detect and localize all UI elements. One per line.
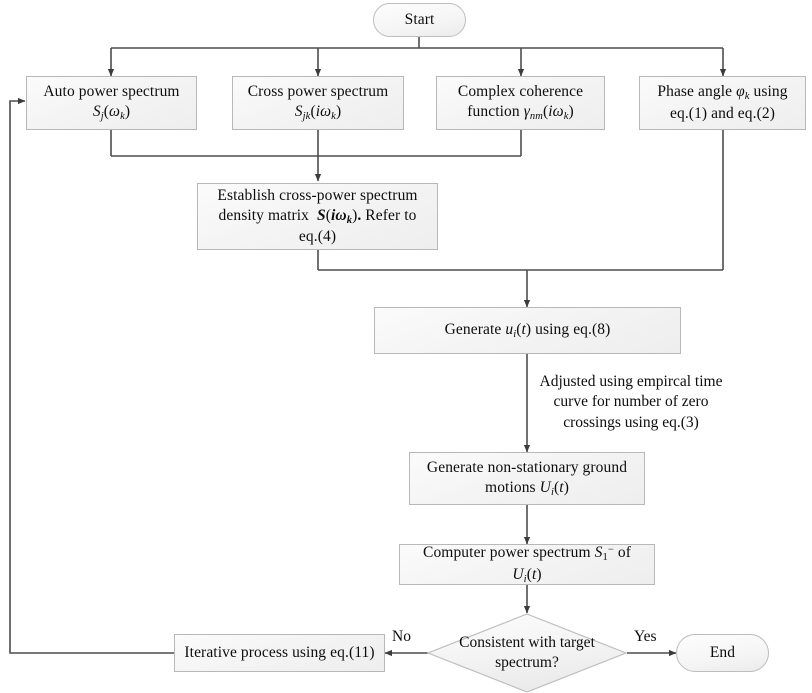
edge-feedback-loop (9, 97, 175, 654)
edge-label-yes: Yes (634, 628, 657, 645)
node-computer-power-spectrum[interactable]: Computer power spectrum S1− of Ui(t) (399, 544, 655, 585)
node-end-label: End (709, 643, 736, 661)
node-start-label: Start (404, 10, 435, 28)
node-generate-u-label: Generate ui(t) using eq.(8) (444, 320, 611, 340)
node-iterative-process[interactable]: Iterative process using eq.(11) (174, 634, 385, 672)
node-iterative-process-label: Iterative process using eq.(11) (184, 643, 375, 661)
decision-diamond-shape (427, 613, 627, 693)
node-start[interactable]: Start (373, 3, 466, 37)
node-computer-power-spectrum-label: Computer power spectrum S1− of Ui(t) (423, 543, 631, 585)
node-end[interactable]: End (676, 634, 769, 672)
node-generate-u[interactable]: Generate ui(t) using eq.(8) (374, 307, 681, 354)
edge-label-no: No (392, 628, 411, 645)
